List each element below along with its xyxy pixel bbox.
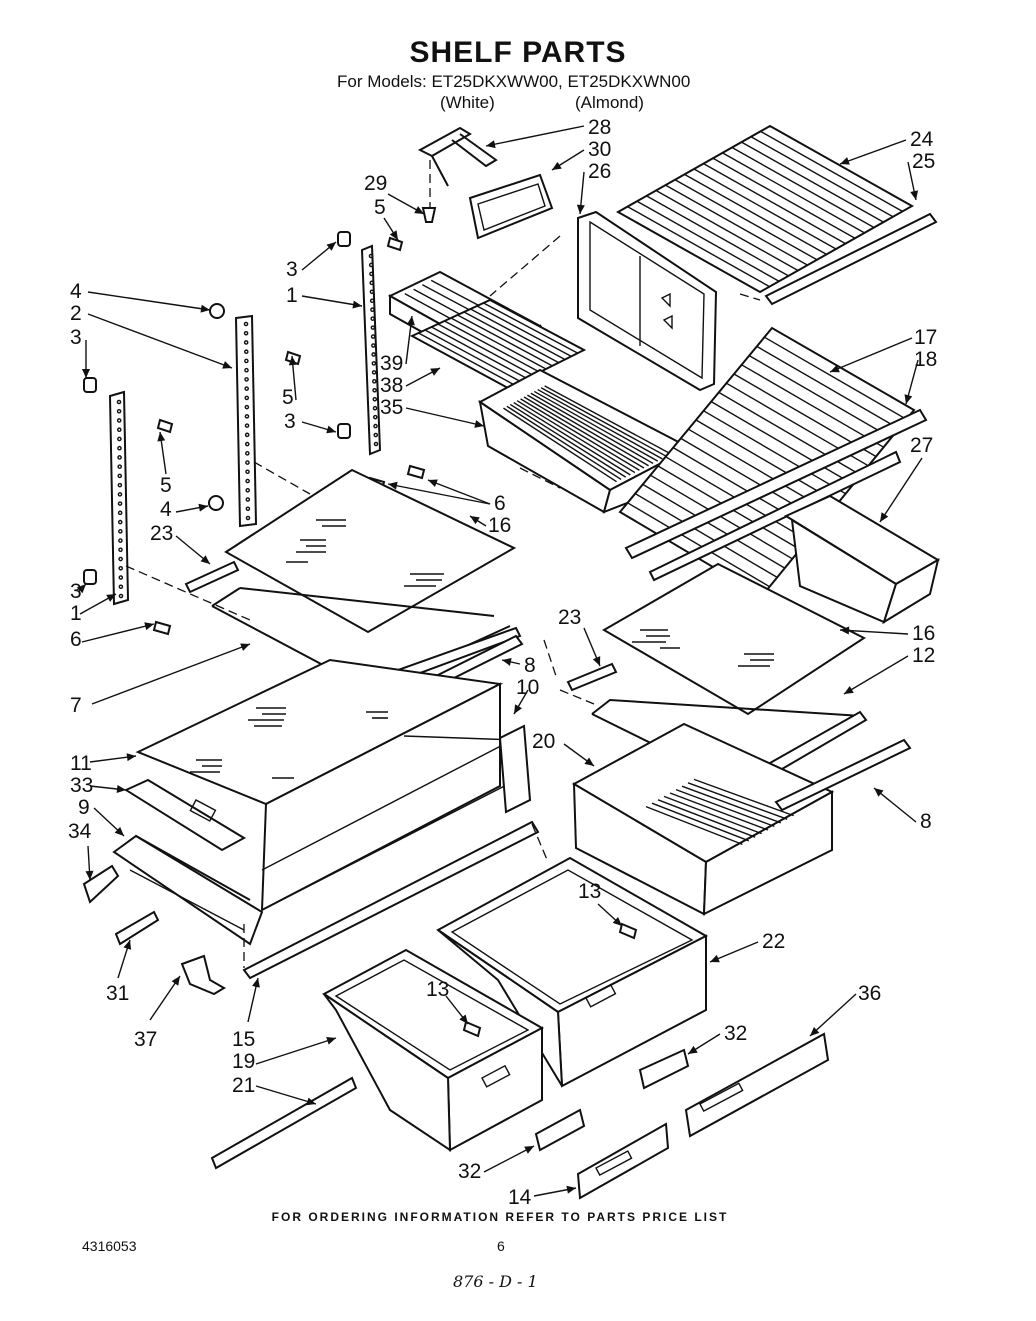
- callout-16: 16: [912, 622, 935, 645]
- callout-3: 3: [70, 580, 82, 603]
- part-14-trim: [576, 1122, 670, 1200]
- callout-34: 34: [68, 820, 92, 843]
- part-24-wire-shelf: [615, 124, 915, 294]
- part-10-crisper-frame: [260, 682, 532, 912]
- callout-11: 11: [70, 752, 92, 775]
- callout-13: 13: [426, 978, 449, 1001]
- leader-lines: [76, 125, 923, 1197]
- part-2-rail: [234, 314, 258, 528]
- callout-4: 4: [160, 498, 172, 521]
- callout-32: 32: [724, 1022, 747, 1045]
- part-22-drawer: [436, 856, 709, 1088]
- callout-2: 2: [70, 302, 82, 325]
- callout-19: 19: [232, 1050, 255, 1073]
- part-31-slide: [114, 910, 160, 946]
- callout-5: 5: [282, 386, 294, 409]
- part-20-crisper-drawer: [571, 722, 835, 916]
- part-1-rail-left: [108, 390, 130, 606]
- callout-27: 27: [910, 434, 933, 457]
- callout-23: 23: [150, 522, 173, 545]
- models-line: For Models: ET25DKXWW00, ET25DKXWN00: [337, 72, 691, 91]
- callout-7: 7: [70, 694, 82, 717]
- callout-3: 3: [284, 410, 296, 433]
- part-25-rail: [739, 212, 938, 306]
- part-36-trim: [684, 1032, 830, 1138]
- callout-15: 15: [232, 1028, 255, 1051]
- part-9-crisper-drawer: [112, 834, 264, 946]
- callout-33: 33: [70, 774, 93, 797]
- callout-13: 13: [578, 880, 601, 903]
- document-number: 4316053: [82, 1238, 137, 1254]
- callout-6: 6: [494, 492, 506, 515]
- part-32-clips: [534, 1048, 690, 1152]
- callout-26: 26: [588, 160, 611, 183]
- callout-3: 3: [286, 258, 298, 281]
- callout-6: 6: [70, 628, 82, 651]
- callout-4: 4: [70, 280, 82, 303]
- variant-almond-label: (Almond): [575, 93, 644, 112]
- part-29-screw: [421, 207, 437, 223]
- callout-8: 8: [920, 810, 932, 833]
- callout-1: 1: [286, 284, 298, 307]
- callout-29: 29: [364, 172, 387, 195]
- callout-9: 9: [78, 796, 90, 819]
- callout-35: 35: [380, 396, 403, 419]
- variant-white-label: (White): [440, 93, 495, 112]
- ordering-note: FOR ORDERING INFORMATION REFER TO PARTS …: [271, 1210, 729, 1224]
- callout-24: 24: [910, 128, 934, 151]
- callout-16: 16: [488, 514, 511, 537]
- callout-5: 5: [160, 474, 172, 497]
- callout-36: 36: [858, 982, 881, 1005]
- callout-23: 23: [558, 606, 581, 629]
- part-34-slide: [82, 864, 120, 904]
- part-19-drawer: [322, 948, 545, 1152]
- part-15-rail: [242, 820, 540, 980]
- part-23-rail-right: [566, 662, 618, 692]
- handwritten-code: 876 - D - 1: [453, 1272, 538, 1291]
- part-16-glass-shelf-left: [224, 468, 517, 634]
- callout-28: 28: [588, 116, 611, 139]
- part-33-handle: [123, 778, 247, 852]
- part-13-screws: [462, 922, 638, 1038]
- callout-18: 18: [914, 348, 937, 371]
- part-38-wire-rack: [409, 298, 587, 390]
- callout-labels: 28 30 26 24 25 29 5 3 1 4 2 3 5 39 38 35…: [68, 116, 937, 1209]
- callout-25: 25: [912, 150, 935, 173]
- part-28-bracket: [417, 126, 498, 210]
- callout-31: 31: [106, 982, 129, 1005]
- part-30-frame: [468, 173, 554, 240]
- callout-22: 22: [762, 930, 785, 953]
- part-21-rail: [210, 1076, 358, 1170]
- part-26-panel: [489, 210, 718, 392]
- page-number: 6: [497, 1238, 505, 1254]
- part-1-rail-right: [360, 244, 382, 456]
- callout-17: 17: [914, 326, 937, 349]
- callout-20: 20: [532, 730, 555, 753]
- part-8-rail-right: [774, 738, 912, 812]
- callout-5: 5: [374, 196, 386, 219]
- callout-38: 38: [380, 374, 403, 397]
- part-18-rail: [624, 408, 928, 582]
- callout-3: 3: [70, 326, 82, 349]
- part-37-clip: [180, 954, 226, 996]
- callout-32: 32: [458, 1160, 481, 1183]
- part-27-door-bin: [783, 494, 940, 625]
- callout-8: 8: [524, 654, 536, 677]
- callout-1: 1: [70, 602, 82, 625]
- callout-30: 30: [588, 138, 611, 161]
- page-title: SHELF PARTS: [409, 36, 627, 69]
- callout-37: 37: [134, 1028, 157, 1051]
- callout-12: 12: [912, 644, 935, 667]
- callout-14: 14: [508, 1186, 532, 1209]
- part-16-glass-shelf-right: [602, 562, 866, 716]
- callout-39: 39: [380, 352, 403, 375]
- callout-21: 21: [232, 1074, 255, 1097]
- part-23-rail-left: [184, 560, 240, 594]
- callout-10: 10: [516, 676, 539, 699]
